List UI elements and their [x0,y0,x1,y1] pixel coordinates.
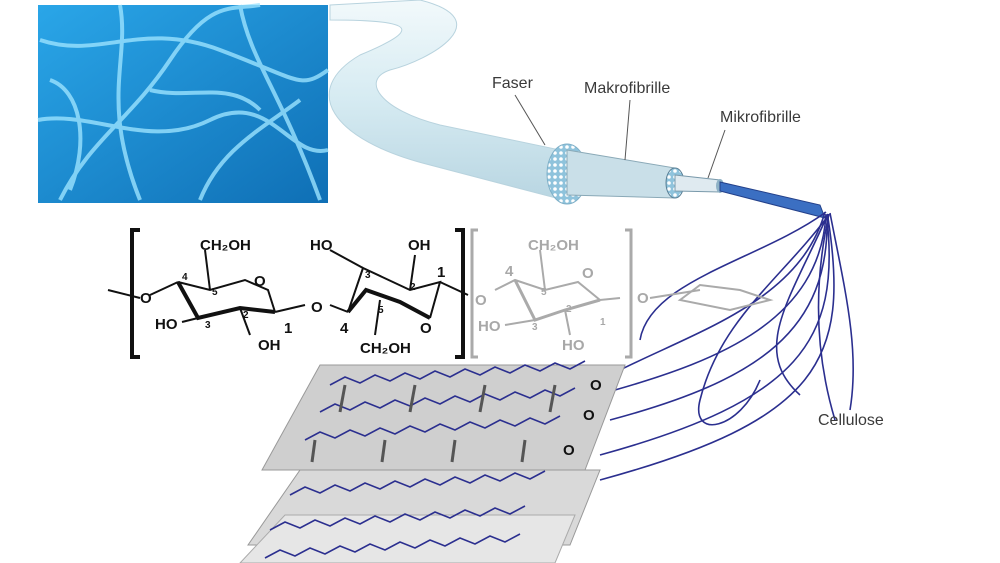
carbon-1-label: 1 [284,320,292,337]
cellulose-label: Cellulose [818,412,884,429]
carbon-4-label: 4 [505,263,514,280]
sheet-oxygen: O [590,377,602,394]
ring-oxygen: O [254,273,266,290]
sheet-oxygen: O [583,407,595,424]
carbon-2-label: 2 [243,310,249,321]
ring-oxygen: O [420,320,432,337]
glycosidic-oxygen: O [475,292,487,309]
ring-oxygen: O [582,265,594,282]
bridge-oxygen: O [311,299,323,316]
makrofibrille-label: Makrofibrille [584,80,670,97]
glycosidic-oxygen: O [637,290,649,307]
ho-label: HO [310,237,333,254]
labels: Faser Makrofibrille Mikrofibrille Cellul… [492,75,884,429]
oh-label: OH [408,237,431,254]
cellulose-sheets [239,360,626,563]
carbon-4-label: 4 [182,272,188,283]
carbon-4-label: 4 [340,320,349,337]
mikrofibrille-label: Mikrofibrille [720,109,801,126]
sheet-oxygen: O [563,442,575,459]
carbon-1-label: 1 [600,317,606,328]
cellulose-strands [599,211,854,481]
oh-label: OH [258,337,281,354]
ch2oh-label: CH₂OH [528,237,579,254]
ho-label: HO [155,316,178,333]
carbon-1-label: 1 [437,264,445,281]
carbon-5-label: 5 [212,287,218,298]
carbon-2-label: 2 [566,304,572,315]
carbon-5-label: 5 [378,305,384,316]
carbon-5-label: 5 [541,287,547,298]
ho-label: HO [562,337,585,354]
fiber [328,0,826,219]
carbon-3-label: 3 [205,320,211,331]
ch2oh-label: CH₂OH [360,340,411,357]
electron-micrograph [37,3,330,203]
glycosidic-oxygen: O [140,290,152,307]
carbon-3-label: 3 [365,270,371,281]
carbon-2-label: 2 [410,282,416,293]
faser-label: Faser [492,75,534,92]
cellobiose-structure: O CH₂OH 4 5 O HO 3 2 OH 1 O HO OH 3 2 1 … [107,228,774,459]
ho-label: HO [478,318,501,335]
ch2oh-label: CH₂OH [200,237,251,254]
carbon-3-label: 3 [532,322,538,333]
